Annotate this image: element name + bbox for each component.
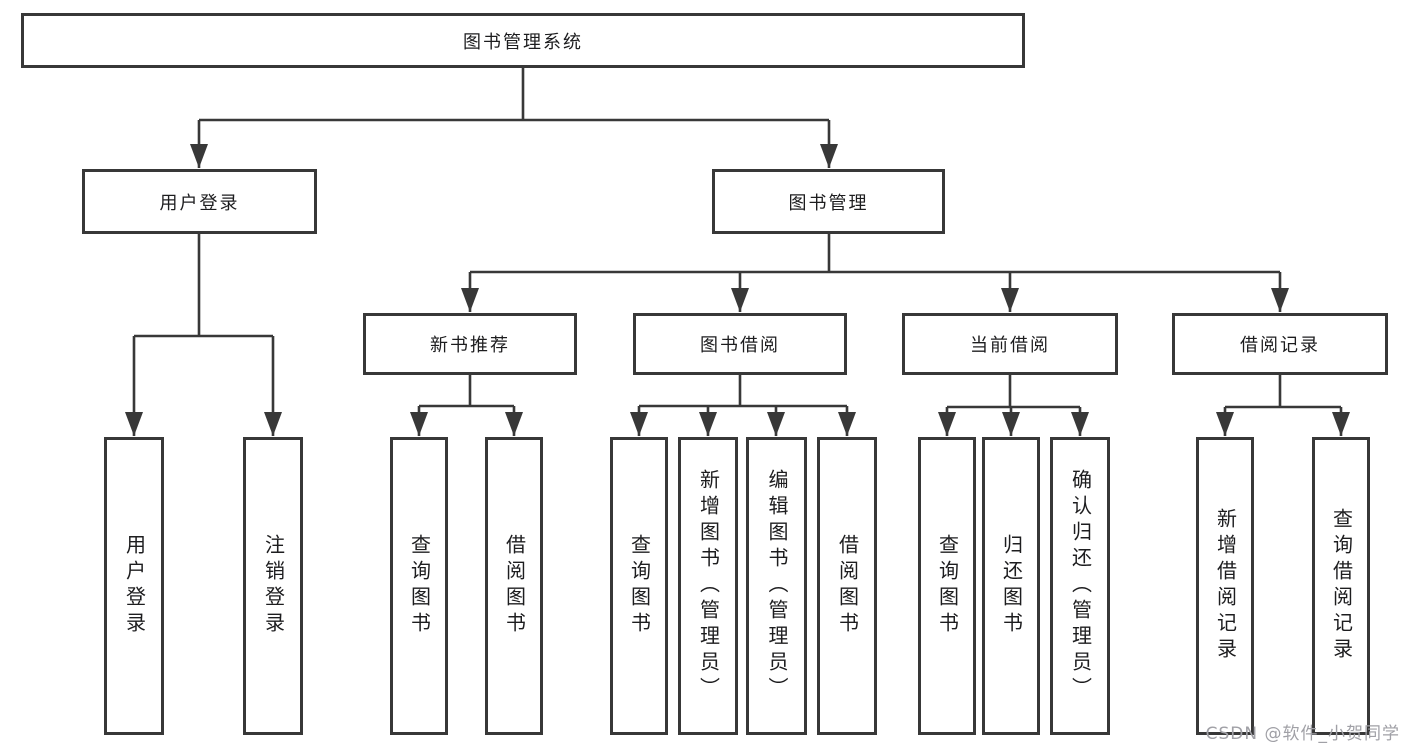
arrow-down-icon (1216, 412, 1234, 436)
arrow-down-icon (461, 288, 479, 312)
node-borrowing-records: 借阅记录 (1172, 313, 1388, 375)
leaf-query-borrow-record: 查询借阅记录 (1312, 437, 1370, 735)
arrowheads (125, 144, 1350, 436)
leaf-return-book: 归还图书 (982, 437, 1040, 735)
arrow-down-icon (410, 412, 428, 436)
arrow-down-icon (190, 144, 208, 168)
leaf-add-book-admin: 新增图书（管理员） (678, 437, 738, 735)
leaf-borrow-book: 借阅图书 (817, 437, 877, 735)
arrow-down-icon (699, 412, 717, 436)
leaf-edit-book-admin: 编辑图书（管理员） (746, 437, 807, 735)
arrow-down-icon (1332, 412, 1350, 436)
arrow-down-icon (630, 412, 648, 436)
leaf-query-book-borrow: 查询图书 (610, 437, 668, 735)
leaf-confirm-return-admin: 确认归还（管理员） (1050, 437, 1110, 735)
node-book-management: 图书管理 (712, 169, 945, 234)
leaf-add-borrow-record: 新增借阅记录 (1196, 437, 1254, 735)
leaf-query-book-current: 查询图书 (918, 437, 976, 735)
node-user-login: 用户登录 (82, 169, 317, 234)
arrow-down-icon (264, 412, 282, 436)
arrow-down-icon (938, 412, 956, 436)
arrow-down-icon (1071, 412, 1089, 436)
node-current-borrowing: 当前借阅 (902, 313, 1118, 375)
leaf-query-book-recommend: 查询图书 (390, 437, 448, 735)
arrow-down-icon (838, 412, 856, 436)
arrow-down-icon (1271, 288, 1289, 312)
arrow-down-icon (505, 412, 523, 436)
csdn-watermark: CSDN @软件_小贺同学 (1205, 724, 1400, 744)
arrow-down-icon (1002, 412, 1020, 436)
arrow-down-icon (820, 144, 838, 168)
node-library-management-system: 图书管理系统 (21, 13, 1025, 68)
arrow-down-icon (1001, 288, 1019, 312)
leaf-user-login: 用户登录 (104, 437, 164, 735)
arrow-down-icon (767, 412, 785, 436)
node-book-borrowing: 图书借阅 (633, 313, 847, 375)
leaf-borrow-book-recommend: 借阅图书 (485, 437, 543, 735)
leaf-logout: 注销登录 (243, 437, 303, 735)
node-new-book-recommendation: 新书推荐 (363, 313, 577, 375)
connector-paths (132, 68, 1343, 436)
arrow-down-icon (125, 412, 143, 436)
arrow-down-icon (731, 288, 749, 312)
